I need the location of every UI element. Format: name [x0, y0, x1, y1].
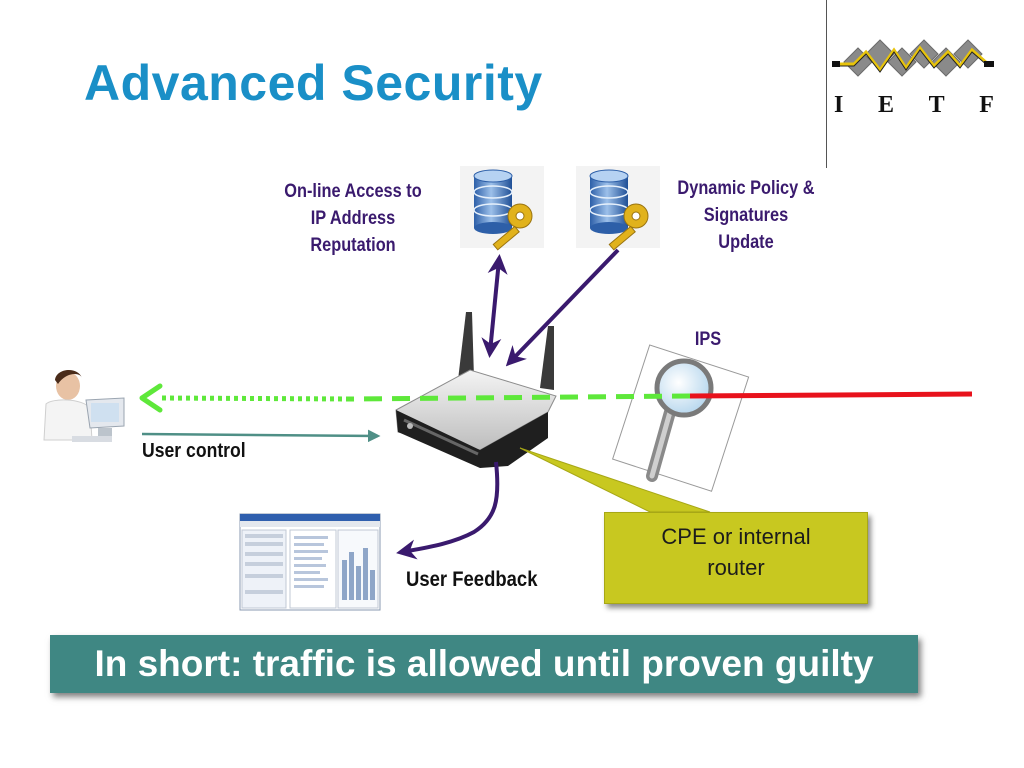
logo-letter: T	[928, 92, 945, 118]
ietf-logo	[832, 39, 994, 77]
user-at-computer-icon	[43, 369, 125, 442]
wireless-router-icon	[395, 312, 557, 468]
suspect-traffic-line	[689, 391, 973, 399]
label-line: Dynamic Policy &	[677, 178, 815, 199]
user-control-label: User control	[142, 440, 246, 462]
allowed-traffic-line	[349, 393, 691, 402]
allowed-traffic-arrowhead	[139, 383, 163, 413]
database-key-icon	[460, 166, 544, 251]
ips-label: IPS	[694, 329, 722, 350]
slide-title: Advanced Security	[84, 55, 543, 111]
magnifier-glass	[646, 358, 714, 482]
logo-letter: I	[834, 92, 844, 118]
logo-letter: E	[877, 92, 894, 118]
magnifier-icon	[611, 344, 750, 492]
cpe-line: router	[707, 555, 765, 580]
policy-update-arrow	[505, 248, 620, 367]
reputation-query-arrow	[481, 254, 508, 358]
cpe-callout-box: CPE or internal router	[604, 512, 868, 604]
label-line: Reputation	[310, 235, 396, 256]
logo-letter: F	[979, 92, 994, 118]
database-key-icon	[576, 166, 660, 251]
ietf-wordmark: I E T F	[834, 92, 994, 119]
label-line: On-line Access to	[284, 181, 422, 202]
cpe-callout-text: CPE or internal router	[605, 521, 867, 583]
allowed-traffic-line-dotted	[159, 395, 351, 402]
summary-banner: In short: traffic is allowed until prove…	[50, 635, 918, 693]
summary-text: In short: traffic is allowed until prove…	[94, 643, 874, 684]
user-feedback-label: User Feedback	[406, 568, 538, 591]
label-line: Update	[718, 232, 774, 253]
user-control-arrow	[141, 429, 381, 443]
label-line: IP Address	[310, 208, 396, 229]
logo-divider	[826, 0, 827, 168]
access-reputation-label: On-line Access to IP Address Reputation	[263, 178, 444, 259]
screenshot-thumbnail-icon	[239, 513, 381, 611]
cpe-line: CPE or internal	[661, 524, 811, 549]
policy-update-label: Dynamic Policy & Signatures Update	[655, 175, 837, 256]
user-feedback-arrow	[396, 461, 500, 560]
label-line: Signatures	[703, 205, 789, 226]
